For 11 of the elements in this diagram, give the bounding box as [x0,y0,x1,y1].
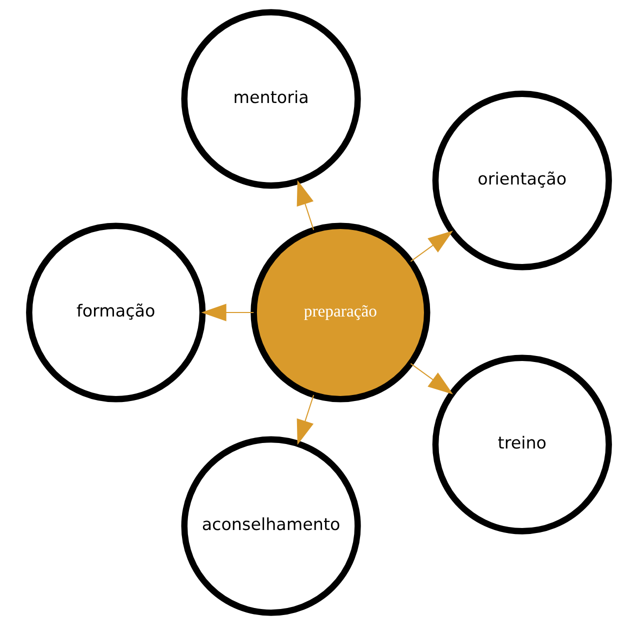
node-circle: treino [432,354,612,534]
arrow [296,180,314,230]
arrow [410,363,454,394]
node-circle: orientação [432,90,612,270]
node-circle: aconselhamento [181,436,361,616]
arrow [201,304,254,322]
node-circle: formação [26,222,206,402]
arrow [410,230,454,262]
arrow [296,394,314,445]
node-circle: mentoria [181,9,361,189]
node-circle: preparação [250,222,430,402]
